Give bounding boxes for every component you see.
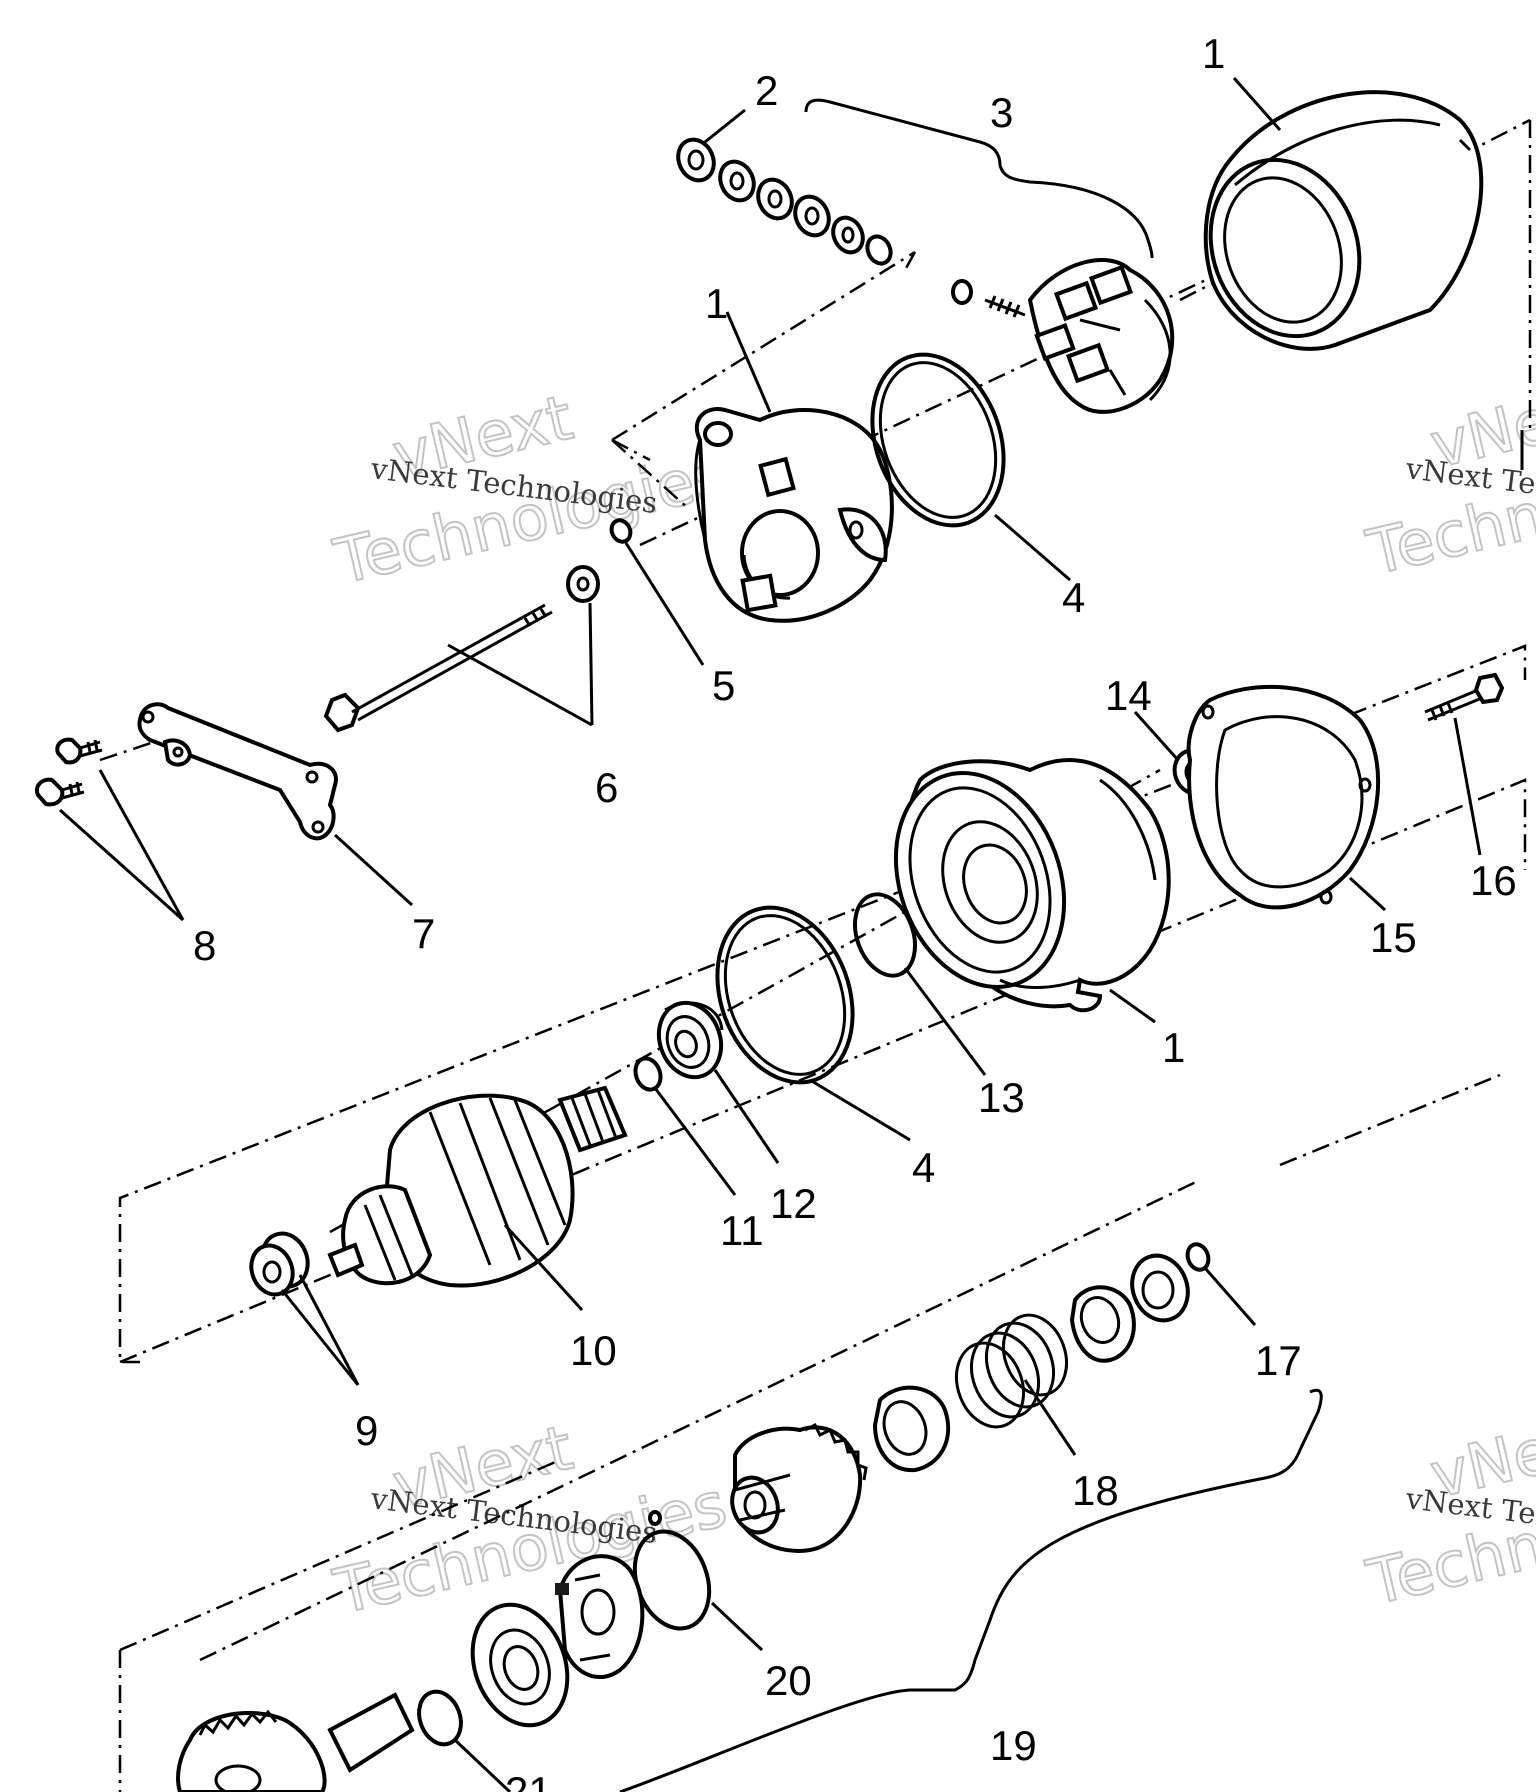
part-9-shims — [249, 1231, 310, 1297]
part-13-o-ring — [853, 892, 917, 978]
part-21-snap-ring — [417, 1689, 463, 1747]
part-19-split-collar — [555, 1554, 645, 1680]
part-6-through-bolt — [323, 565, 600, 733]
callout-19: 19 — [990, 1722, 1037, 1769]
part-19-collar-mid — [1069, 1285, 1136, 1363]
part-2-nut-washer-stack — [676, 137, 893, 266]
callout-14: 14 — [1105, 672, 1152, 719]
part-4-o-ring-top-inner — [878, 361, 998, 519]
part-19-gear-shaft — [176, 1692, 415, 1792]
part-1-yoke-housing — [1203, 90, 1484, 351]
part-11-snap-ring — [633, 1056, 663, 1092]
part-4-o-ring-mid-inner — [723, 914, 847, 1076]
part-3-brush-holder-assembly — [951, 258, 1175, 414]
callout-13: 13 — [978, 1074, 1025, 1121]
part-8-bracket-bolts — [35, 737, 103, 807]
callout-labels: 1 2 3 1 4 5 6 7 8 14 16 15 1 13 4 12 11 … — [193, 30, 1517, 1792]
part-19-washer — [470, 1602, 570, 1728]
callout-4-top: 4 — [1062, 574, 1085, 621]
part-4-o-ring-mid — [715, 905, 855, 1085]
part-1-rear-end-cap — [694, 407, 894, 623]
callout-11: 11 — [720, 1207, 764, 1254]
leader-lines — [59, 77, 1482, 1792]
callout-4-mid: 4 — [912, 1144, 935, 1191]
callout-21: 21 — [505, 1768, 552, 1792]
callout-8: 8 — [193, 922, 216, 969]
part-17-snap-ring — [1185, 1242, 1211, 1272]
part-16-bolt — [1424, 672, 1505, 722]
part-12-bearing — [656, 1000, 724, 1080]
callout-6: 6 — [595, 764, 618, 811]
callout-1-yoke: 1 — [1202, 30, 1225, 77]
callout-20: 20 — [765, 1657, 812, 1704]
callout-3: 3 — [990, 89, 1013, 136]
callout-10: 10 — [570, 1327, 617, 1374]
callout-16: 16 — [1470, 857, 1517, 904]
part-10-armature — [327, 1085, 628, 1288]
callout-2: 2 — [755, 67, 778, 114]
part-19-pinion-clutch — [730, 1422, 868, 1553]
part-18-spring — [955, 1313, 1068, 1429]
callout-5: 5 — [712, 662, 735, 709]
callout-1-front-housing: 1 — [1162, 1024, 1185, 1071]
callout-18: 18 — [1072, 1467, 1119, 1514]
part-15-gasket — [1186, 684, 1381, 910]
part-19-collar-upper — [1130, 1253, 1190, 1323]
callout-7: 7 — [412, 910, 435, 957]
callout-15: 15 — [1370, 914, 1417, 961]
callout-12: 12 — [770, 1180, 817, 1227]
callout-1-end-cap: 1 — [705, 280, 728, 327]
callout-17: 17 — [1255, 1337, 1302, 1384]
part-7-mounting-bracket — [137, 702, 338, 841]
part-4-o-ring-top — [870, 352, 1006, 528]
part-19-sleeve — [872, 1385, 951, 1473]
part-5-small-o-ring — [609, 518, 633, 544]
callout-9: 9 — [355, 1407, 378, 1454]
part-1-front-housing — [893, 758, 1171, 1013]
